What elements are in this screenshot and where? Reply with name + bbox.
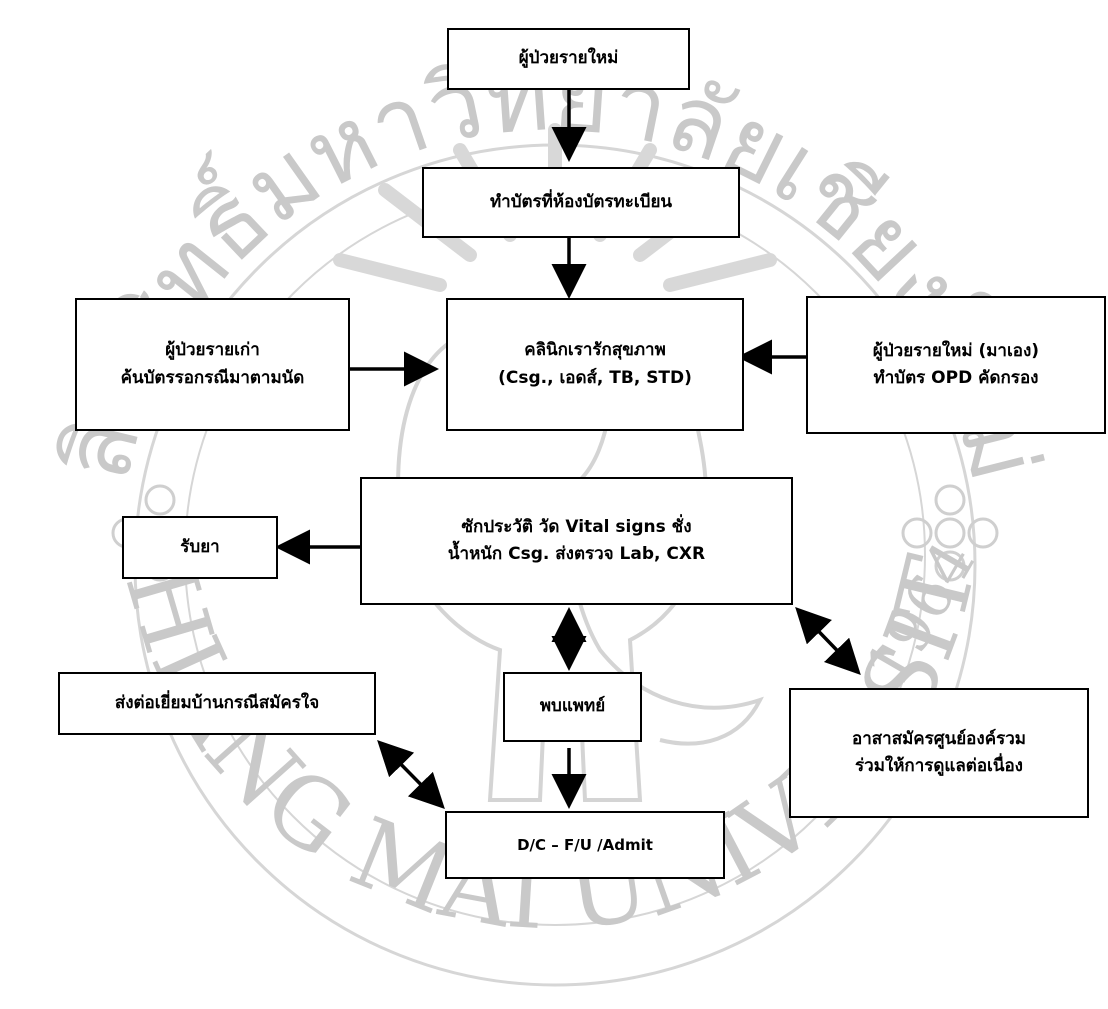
node-label: น้ำหนัก Csg. ส่งตรวจ Lab, CXR (447, 544, 706, 564)
node-clinic: คลินิกเรารักสุขภาพ (Csg., เอดส์, TB, STD… (446, 298, 744, 431)
node-label: ส่งต่อเยี่ยมบ้านกรณีสมัครใจ (114, 692, 320, 713)
node-label: ทำบัตร OPD คัดกรอง (873, 368, 1039, 388)
node-walk-in-patient: ผู้ป่วยรายใหม่ (มาเอง) ทำบัตร OPD คัดกรอ… (806, 296, 1106, 434)
node-label: รับยา (180, 536, 220, 557)
node-label: ทำบัตรที่ห้องบัตรทะเบียน (489, 191, 673, 212)
node-label: ผู้ป่วยรายใหม่ (มาเอง) (872, 340, 1040, 361)
node-history-taking: ซักประวัติ วัด Vital signs ชั่ง น้ำหนัก … (360, 477, 793, 605)
node-old-patient: ผู้ป่วยรายเก่า ค้นบัตรรอกรณีมาตามนัด (75, 298, 350, 431)
node-label: พบแพทย์ (539, 696, 606, 717)
node-registration: ทำบัตรที่ห้องบัตรทะเบียน (422, 167, 740, 238)
node-label: (Csg., เอดส์, TB, STD) (498, 367, 692, 388)
arrow-history-volunteer (795, 606, 861, 676)
flower-icon-right (901, 484, 999, 582)
node-volunteer: อาสาสมัครศูนย์องค์รวม ร่วมให้การดูแลต่อเ… (789, 688, 1089, 818)
arrow-homevisit-discharge (377, 740, 445, 809)
node-label: ร่วมให้การดูแลต่อเนื่อง (855, 756, 1023, 776)
node-label: ค้นบัตรรอกรณีมาตามนัด (120, 367, 305, 388)
node-label: D/C – F/U /Admit (517, 836, 653, 854)
node-see-doctor: พบแพทย์ (503, 672, 642, 742)
node-new-patient: ผู้ป่วยรายใหม่ (447, 28, 690, 90)
node-label: คลินิกเรารักสุขภาพ (524, 340, 666, 361)
node-label: อาสาสมัครศูนย์องค์รวม (852, 728, 1026, 749)
node-label: ผู้ป่วยรายเก่า (165, 340, 260, 361)
node-label: ซักประวัติ วัด Vital signs ชั่ง (461, 516, 692, 537)
node-receive-medicine: รับยา (122, 516, 278, 579)
node-discharge: D/C – F/U /Admit (445, 811, 725, 879)
node-label: ผู้ป่วยรายใหม่ (518, 48, 619, 69)
node-home-visit: ส่งต่อเยี่ยมบ้านกรณีสมัครใจ (58, 672, 376, 735)
